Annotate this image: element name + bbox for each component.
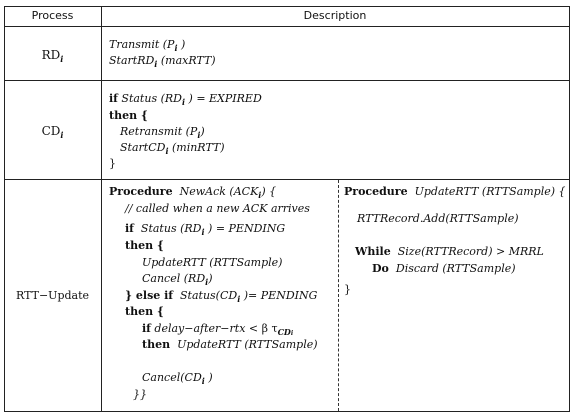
newack-if-delay-after-rtx: if delay−after−rtx < β τCDi xyxy=(142,322,294,337)
rd-line-start: StartRDi (maxRTT) xyxy=(109,54,216,69)
newack-then-2: then { xyxy=(125,305,164,318)
newack-if-rd-pending: if Status (RDi ) = PENDING xyxy=(125,222,286,237)
header-bottom-border xyxy=(4,26,570,27)
newack-cancel-rd: Cancel (RDi) xyxy=(142,272,213,287)
newack-then-1: then { xyxy=(125,239,164,252)
row-label-cd: CDi xyxy=(41,124,64,140)
updatertt-close: } xyxy=(344,283,351,296)
updatertt-procedure-header: Procedure UpdateRTT (RTTSample) { xyxy=(344,185,566,198)
updatertt-record-add: RTTRecord.Add(RTTSample) xyxy=(357,212,519,225)
newack-comment: // called when a new ACK arrives xyxy=(125,202,310,215)
cd-line-retransmit: Retransmit (Pi) xyxy=(120,125,205,140)
table-right-border xyxy=(569,6,570,412)
newack-update-rtt-1: UpdateRTT (RTTSample) xyxy=(142,256,283,269)
newack-close: }} xyxy=(133,388,147,401)
table-bottom-border xyxy=(4,411,570,412)
table-left-border xyxy=(4,6,5,412)
procedure-column-divider xyxy=(338,180,339,411)
newack-cancel-cd: Cancel(CDi ) xyxy=(142,371,213,386)
row-label-rtt-update: RTT−Update xyxy=(15,289,90,302)
newack-then-update-rtt: then UpdateRTT (RTTSample) xyxy=(142,338,318,351)
header-description: Description xyxy=(303,9,367,22)
cd-line-if: if Status (RDi ) = EXPIRED xyxy=(109,92,262,107)
newack-procedure-header: Procedure NewAck (ACKi) { xyxy=(109,185,277,200)
row-divider-rd xyxy=(4,80,570,81)
newack-else-if-cd-pending: } else if Status(CDi )= PENDING xyxy=(125,289,318,304)
row-label-rd: RDi xyxy=(41,48,64,64)
rd-line-transmit: Transmit (Pi ) xyxy=(109,38,186,53)
header-process: Process xyxy=(31,9,74,22)
updatertt-do-discard: Do Discard (RTTSample) xyxy=(372,262,516,275)
column-divider xyxy=(101,6,102,412)
table-top-border xyxy=(4,6,570,7)
cd-line-then: then { xyxy=(109,109,148,122)
cd-line-start: StartCDi (minRTT) xyxy=(120,141,225,156)
row-divider-cd xyxy=(4,179,570,180)
cd-line-close: } xyxy=(109,157,116,170)
updatertt-while: While Size(RTTRecord) > MRRL xyxy=(355,245,544,258)
